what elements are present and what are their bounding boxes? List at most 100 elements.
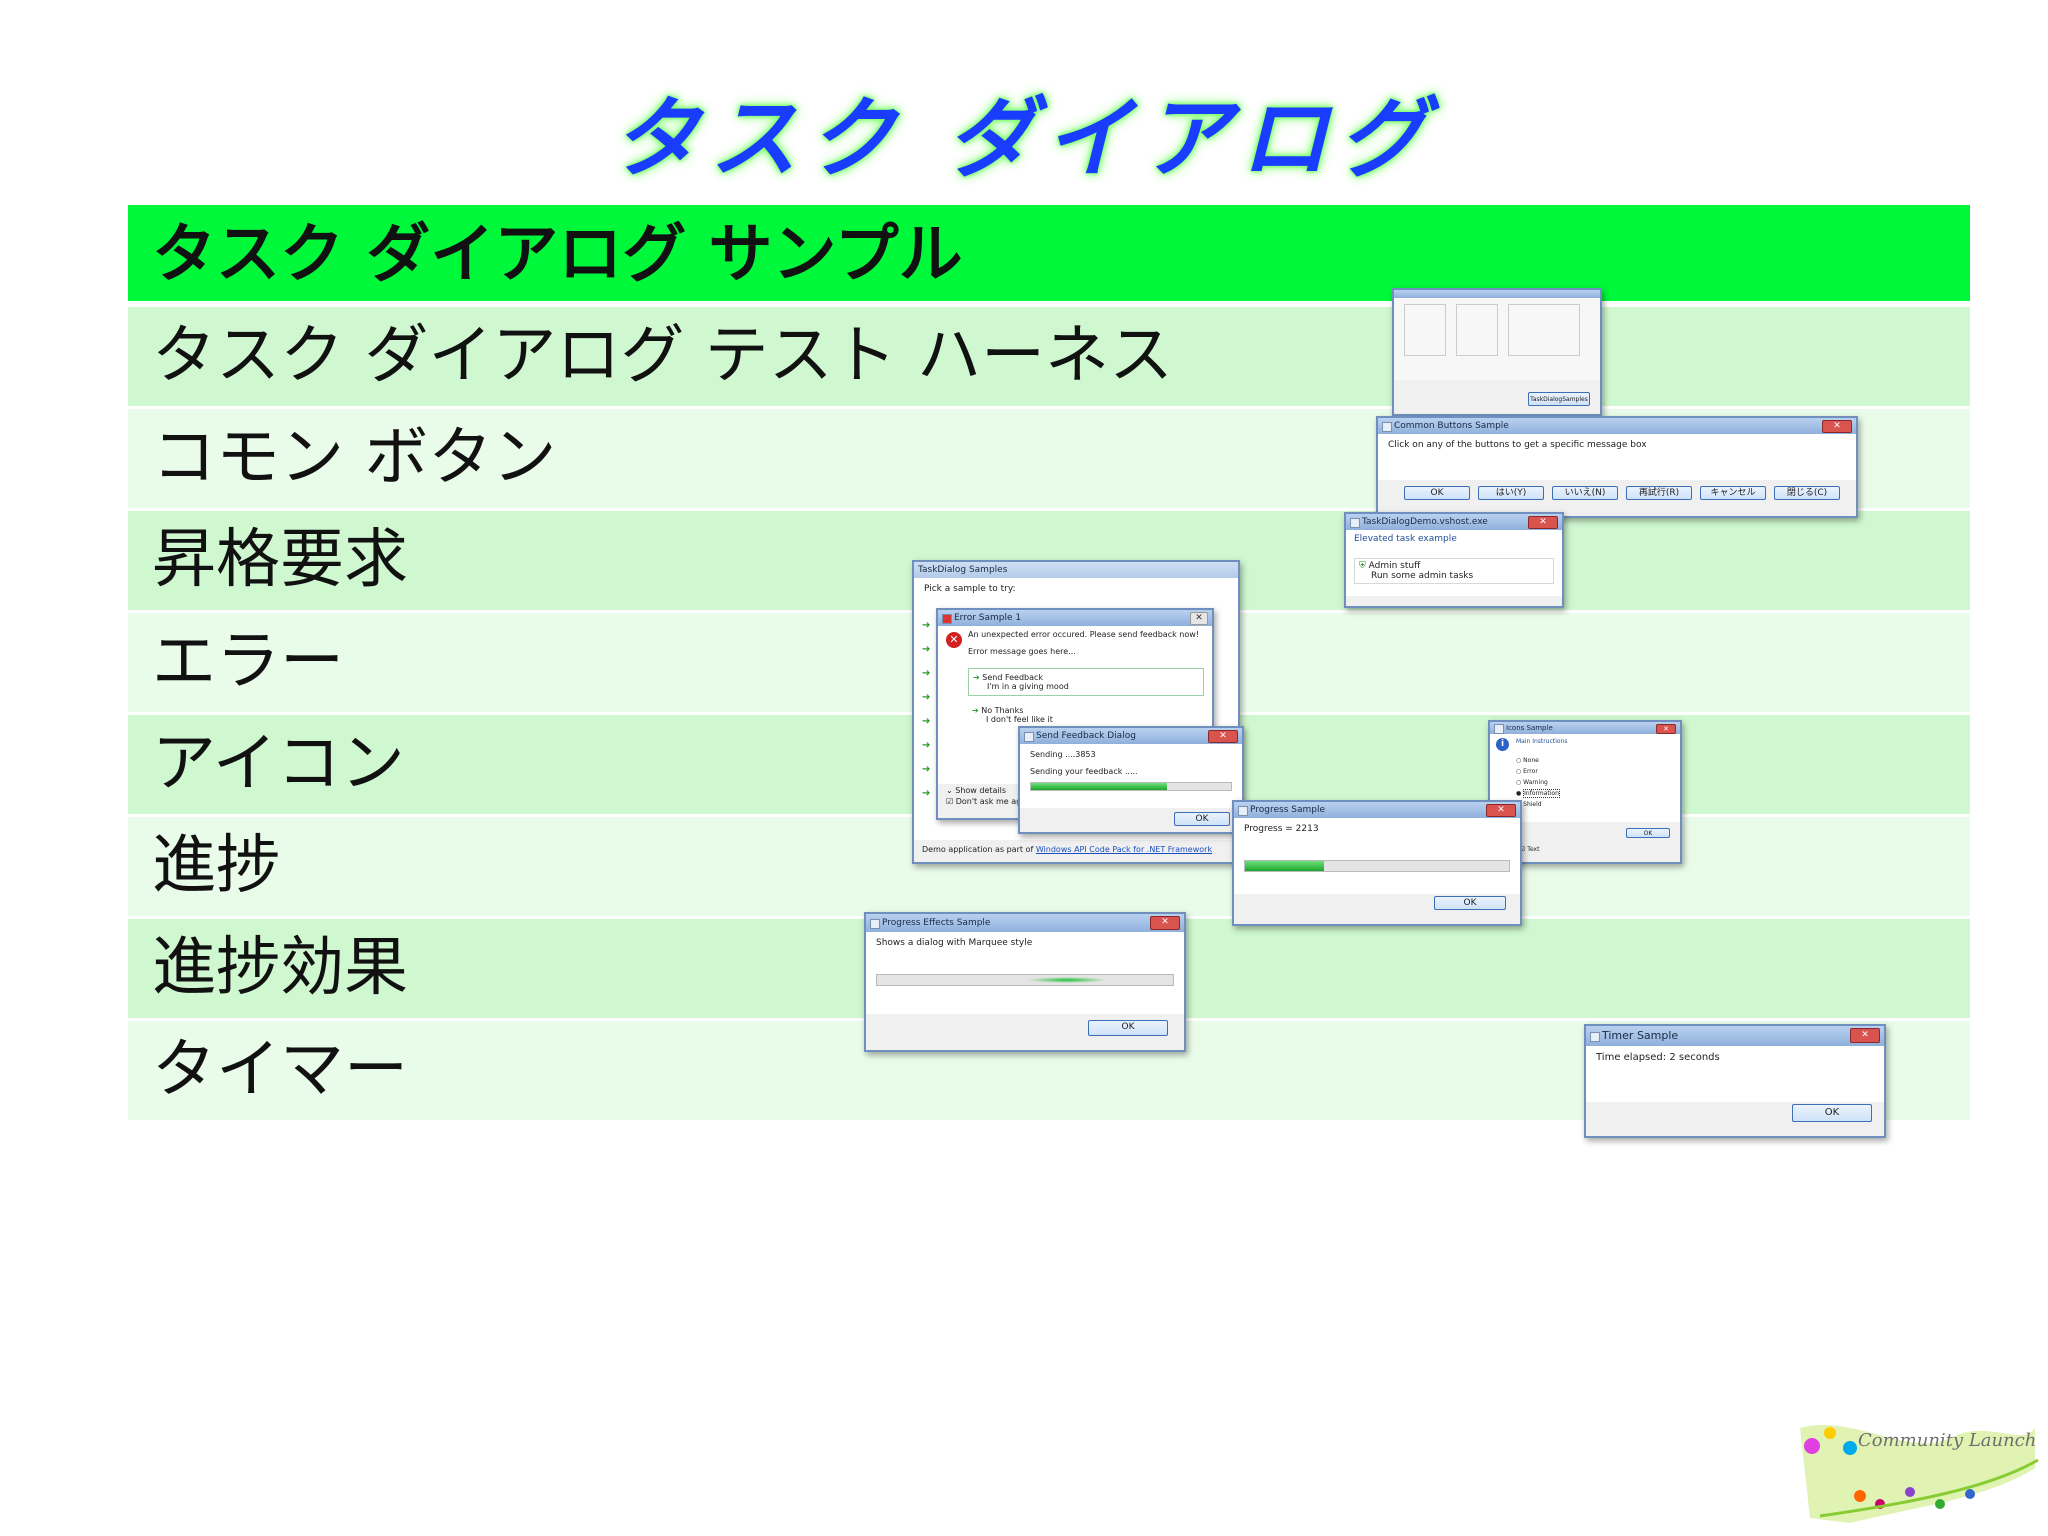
text-checkbox[interactable]: ☑ Text xyxy=(1520,846,1540,853)
dialog-body: Time elapsed: 2 seconds xyxy=(1586,1046,1884,1102)
dialog-titlebar: Progress Sample ✕ xyxy=(1234,802,1520,818)
dialog-title: TaskDialogDemo.vshost.exe xyxy=(1362,517,1488,527)
close-icon[interactable]: ✕ xyxy=(1528,516,1558,529)
dialog-body: Shows a dialog with Marquee style xyxy=(866,932,1184,1014)
slide-title: タスク ダイアログ xyxy=(611,86,1437,190)
radio-error[interactable]: ○ Error xyxy=(1516,768,1538,775)
ok-button[interactable]: OK xyxy=(1434,896,1506,910)
dialog-body: Progress = 2213 xyxy=(1234,818,1520,894)
status-text: Sending your feedback ..... xyxy=(1030,767,1138,776)
dialog-titlebar: Timer Sample ✕ xyxy=(1586,1026,1884,1046)
close-icon[interactable]: ✕ xyxy=(1486,804,1516,817)
checkbox-icon: ☑ xyxy=(946,797,954,806)
dialog-title: Progress Sample xyxy=(1250,805,1326,815)
dialog-titlebar: TaskDialog Samples xyxy=(914,562,1238,578)
radio-shield[interactable]: ○ Shield xyxy=(1516,799,1672,810)
retry-button[interactable]: 再試行(R) xyxy=(1626,486,1692,500)
dialog-footer: Demo application as part of Windows API … xyxy=(922,845,1212,854)
shield-icon: ⛨ xyxy=(1359,561,1366,571)
community-launch-logo: Community Launch 2009 xyxy=(1790,1408,2048,1528)
main-instruction: An unexpected error occured. Please send… xyxy=(968,630,1199,639)
dialog-message: Shows a dialog with Marquee style xyxy=(876,938,1033,948)
dialog-message: Click on any of the buttons to get a spe… xyxy=(1378,434,1856,480)
dialog-titlebar: Error Sample 1 ✕ xyxy=(938,610,1212,626)
admin-command-link[interactable]: ⛨ Admin stuff Run some admin tasks xyxy=(1354,558,1554,584)
close-icon[interactable]: ✕ xyxy=(1208,730,1238,743)
dont-ask-checkbox[interactable]: ☑ Don't ask me again xyxy=(938,797,1212,806)
harness-titlebar xyxy=(1394,290,1600,298)
error-icon xyxy=(942,614,952,624)
logo-graphic: Community Launch 2009 xyxy=(1800,1424,2048,1523)
table-header: タスク ダイアログ サンプル xyxy=(128,205,1970,301)
progress-text: Progress = 2213 xyxy=(1244,824,1319,834)
dont-ask-label: Don't ask me again xyxy=(955,797,1034,806)
main-instruction: Pick a sample to try: xyxy=(924,584,1016,594)
harness-run-button[interactable]: TaskDialogSamples xyxy=(1528,392,1590,406)
close-icon[interactable]: ✕ xyxy=(1150,916,1180,930)
command-link-desc: Run some admin tasks xyxy=(1371,571,1474,581)
harness-dialog: TaskDialogSamples xyxy=(1392,288,1602,416)
show-details-toggle[interactable]: ⌄ Show details xyxy=(938,784,1212,797)
dialog-body: Elevated task example ⛨ Admin stuff Run … xyxy=(1346,530,1562,596)
send-feedback-dialog: Send Feedback Dialog ✕ Sending ....3853 … xyxy=(1018,726,1244,834)
window-icon xyxy=(1494,724,1504,734)
dialog-buttons: OK はい(Y) いいえ(N) 再試行(R) キャンセル 閉じる(C) xyxy=(1378,480,1856,506)
close-icon[interactable]: ✕ xyxy=(1656,724,1676,734)
window-icon xyxy=(870,919,880,929)
harness-fields xyxy=(1508,304,1580,356)
progress-fill xyxy=(1245,861,1325,871)
radio-label: None xyxy=(1523,757,1539,764)
command-link-desc: I don't feel like it xyxy=(986,715,1053,724)
close-icon[interactable]: ✕ xyxy=(1190,612,1208,625)
chevron-down-icon: ⌄ xyxy=(946,786,953,795)
window-icon xyxy=(1350,518,1360,528)
window-icon xyxy=(1238,806,1248,816)
command-link-desc: I'm in a giving mood xyxy=(987,682,1069,691)
table-row: タスク ダイアログ テスト ハーネス xyxy=(128,307,1970,406)
radio-information[interactable]: ● Information xyxy=(1516,789,1560,798)
sending-text: Sending ....3853 xyxy=(1030,750,1096,759)
close-icon[interactable]: ✕ xyxy=(1822,420,1852,433)
marquee-indicator xyxy=(1027,977,1107,983)
icons-dialog: Icons Sample ✕ i Main Instructions ○ Non… xyxy=(1488,720,1682,864)
ok-button[interactable]: OK xyxy=(1626,828,1670,838)
radio-label: Error xyxy=(1523,768,1538,775)
progress-dialog: Progress Sample ✕ Progress = 2213 OK xyxy=(1232,800,1522,926)
footer-link[interactable]: Windows API Code Pack for .NET Framework xyxy=(1035,845,1213,854)
radio-none[interactable]: ○ None xyxy=(1516,757,1539,764)
send-feedback-link[interactable]: ➔ Send Feedback I'm in a giving mood xyxy=(968,668,1204,696)
information-icon: i xyxy=(1496,738,1509,751)
progress-bar xyxy=(1244,860,1510,872)
harness-options xyxy=(1456,304,1498,356)
timer-text: Time elapsed: 2 seconds xyxy=(1596,1052,1720,1063)
no-button[interactable]: いいえ(N) xyxy=(1552,486,1618,500)
ok-button[interactable]: OK xyxy=(1088,1020,1168,1036)
arrow-icon: ➔ xyxy=(973,673,980,682)
cancel-button[interactable]: キャンセル xyxy=(1700,486,1766,500)
icon-radio-group: ○ None ○ Error ○ Warning ● Information ○… xyxy=(1516,755,1672,810)
ok-button[interactable]: OK xyxy=(1404,486,1470,500)
checkbox-label: Text xyxy=(1527,846,1540,853)
radio-label: Warning xyxy=(1523,779,1548,786)
close-button[interactable]: 閉じる(C) xyxy=(1774,486,1840,500)
feedback-progress-bar xyxy=(1030,782,1232,791)
ok-button[interactable]: OK xyxy=(1174,812,1230,826)
ok-button[interactable]: OK xyxy=(1792,1104,1872,1122)
harness-options xyxy=(1404,304,1446,356)
progress-effects-dialog: Progress Effects Sample ✕ Shows a dialog… xyxy=(864,912,1186,1052)
yes-button[interactable]: はい(Y) xyxy=(1478,486,1544,500)
error-icon: ✕ xyxy=(946,632,962,648)
dialog-titlebar: Common Buttons Sample ✕ xyxy=(1378,418,1856,434)
dialog-body: Sending ....3853 Sending your feedback .… xyxy=(1020,744,1242,808)
progress-fill xyxy=(1031,783,1167,790)
window-icon xyxy=(1382,422,1392,432)
close-icon[interactable]: ✕ xyxy=(1850,1028,1880,1043)
dialog-titlebar: Send Feedback Dialog ✕ xyxy=(1020,728,1242,744)
no-thanks-link[interactable]: ➔ No Thanks I don't feel like it xyxy=(968,704,1204,726)
dialog-title: TaskDialog Samples xyxy=(918,565,1008,575)
radio-warning[interactable]: ○ Warning xyxy=(1516,779,1548,786)
timer-dialog: Timer Sample ✕ Time elapsed: 2 seconds O… xyxy=(1584,1024,1886,1138)
dialog-title: Progress Effects Sample xyxy=(882,918,991,928)
dialog-body: i Main Instructions ○ None ○ Error ○ War… xyxy=(1490,734,1680,822)
command-link-title: Send Feedback xyxy=(982,673,1044,682)
